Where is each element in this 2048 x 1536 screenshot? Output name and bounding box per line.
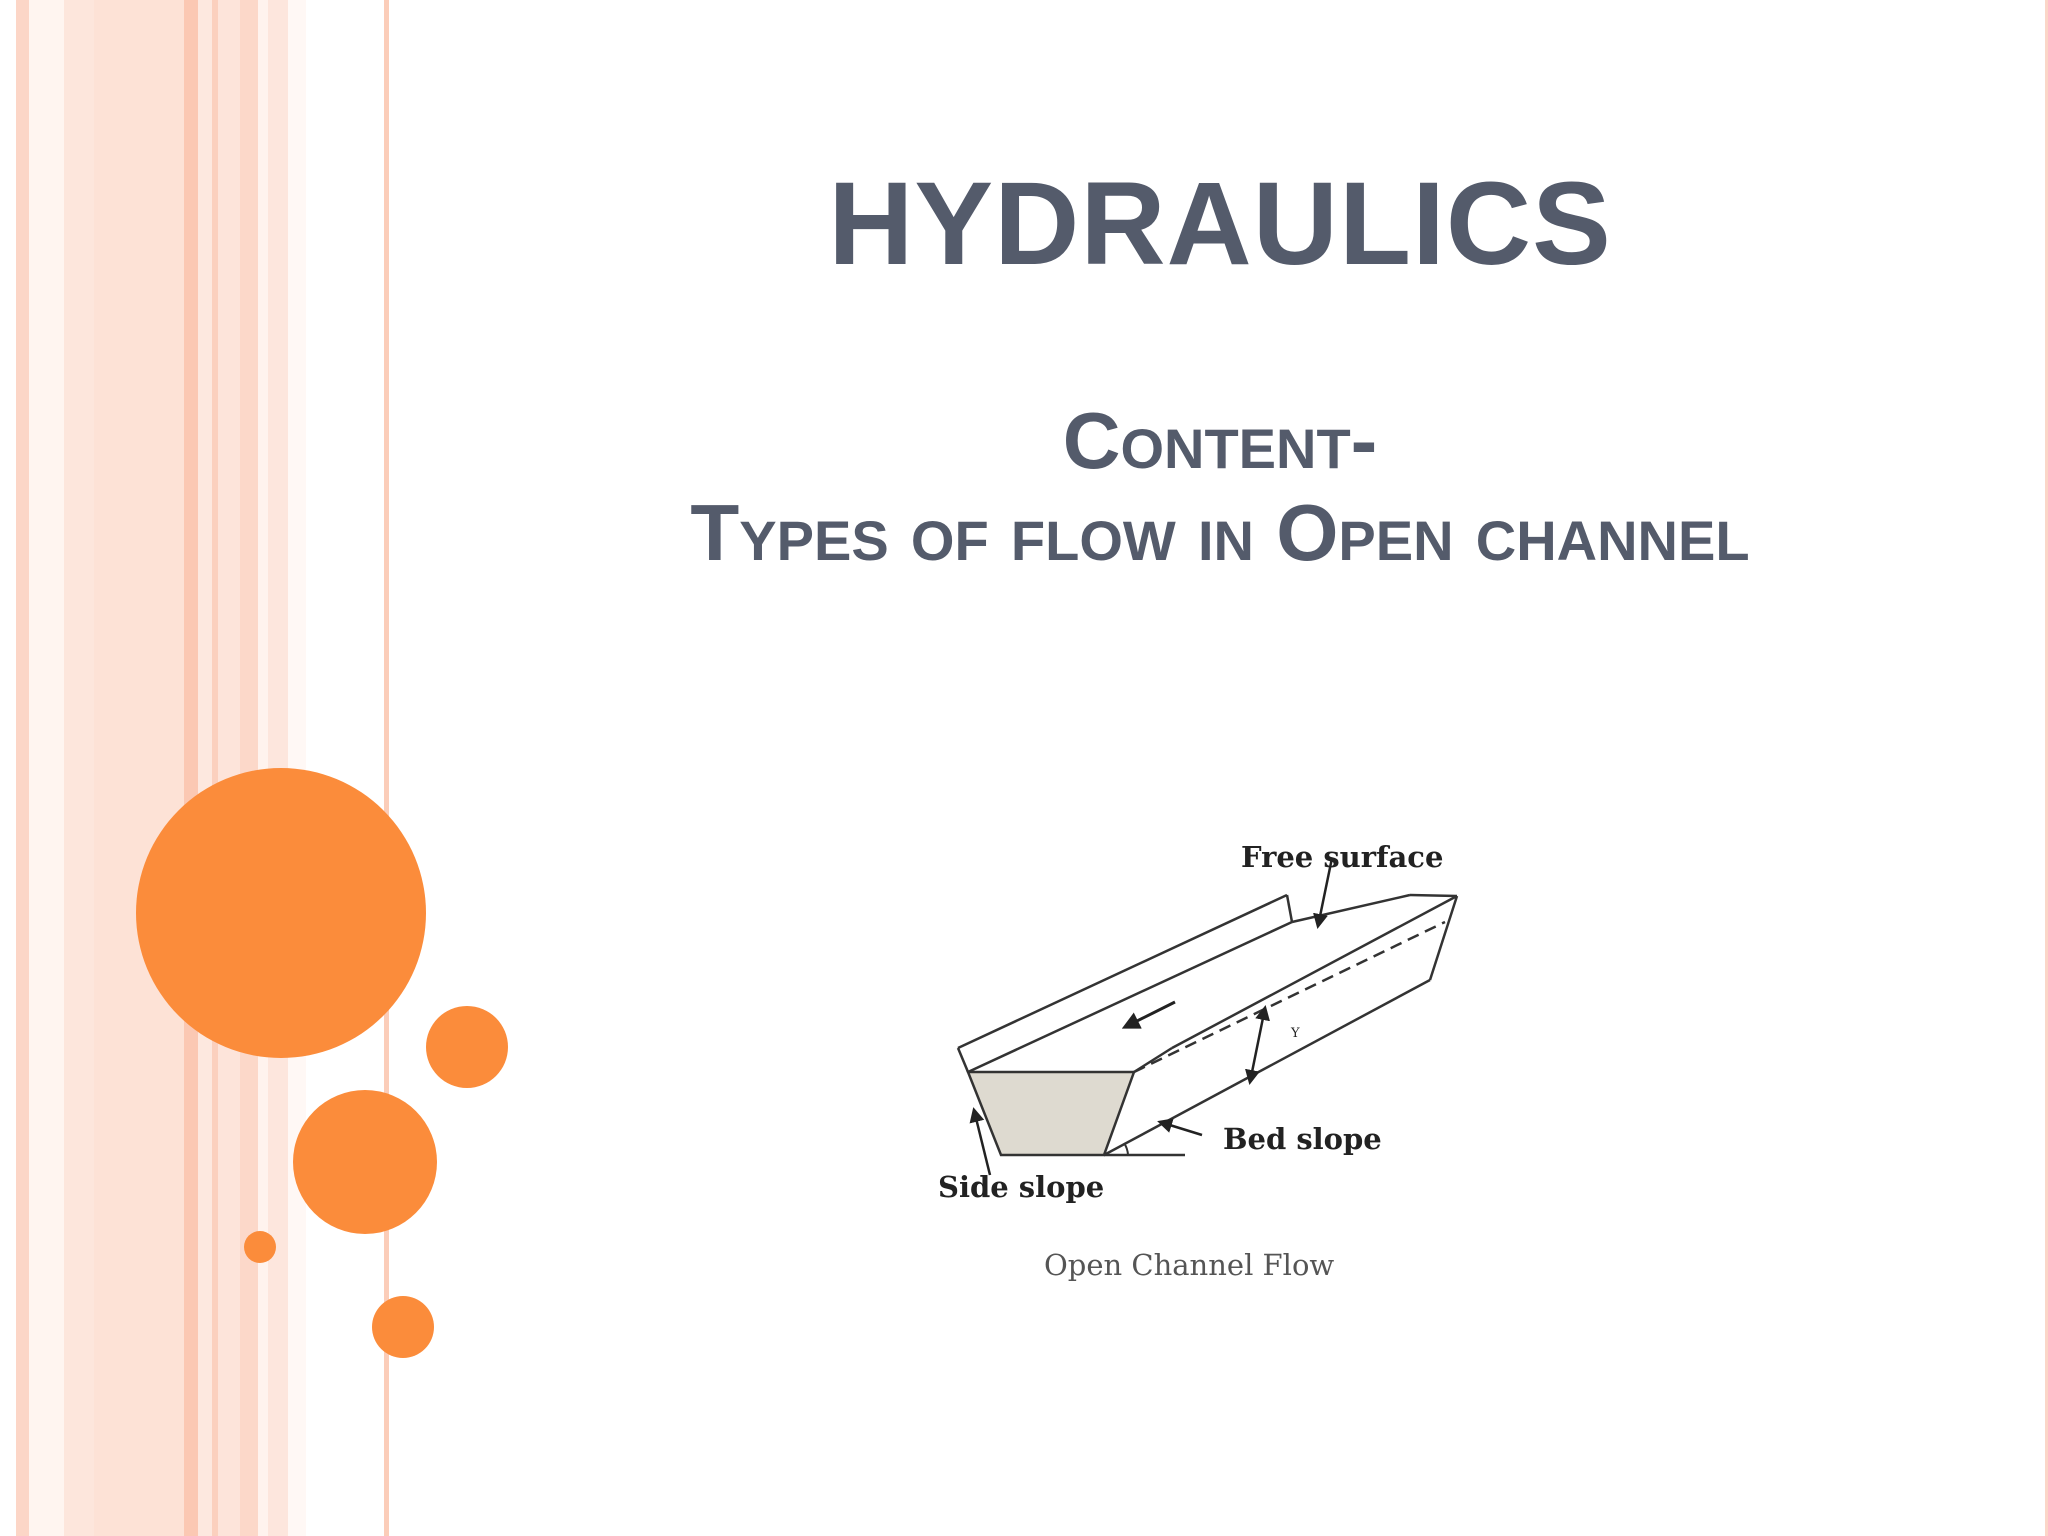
right-edge-stripe	[2045, 0, 2048, 1536]
decorative-circle-large	[136, 768, 426, 1058]
water-section	[966, 1070, 1136, 1157]
decorative-circle-tiny	[244, 1231, 276, 1263]
subtitle-line-2: Types of flow in Open channel	[690, 488, 1750, 577]
decorative-circle-small	[426, 1006, 508, 1088]
decorative-circle-bottom	[372, 1296, 434, 1358]
figure-caption: Open Channel Flow	[1044, 1248, 1335, 1282]
label-depth-y: Y	[1291, 1026, 1300, 1041]
label-free-surface: Free surface	[1241, 840, 1444, 874]
decorative-circle-medium	[293, 1090, 437, 1234]
label-side-slope: Side slope	[938, 1170, 1105, 1204]
subtitle-line-1: Content-	[1062, 396, 1378, 485]
label-bed-slope: Bed slope	[1223, 1122, 1382, 1156]
open-channel-diagram: Free surface Bed slope Side slope Y Open…	[900, 830, 1500, 1290]
channel-drawing	[956, 857, 1459, 1176]
slide-title: HYDRAULICS	[828, 158, 1612, 290]
decorative-stripes	[16, 0, 389, 1536]
slide-subtitle: Content- Types of flow in Open channel	[520, 395, 1920, 579]
